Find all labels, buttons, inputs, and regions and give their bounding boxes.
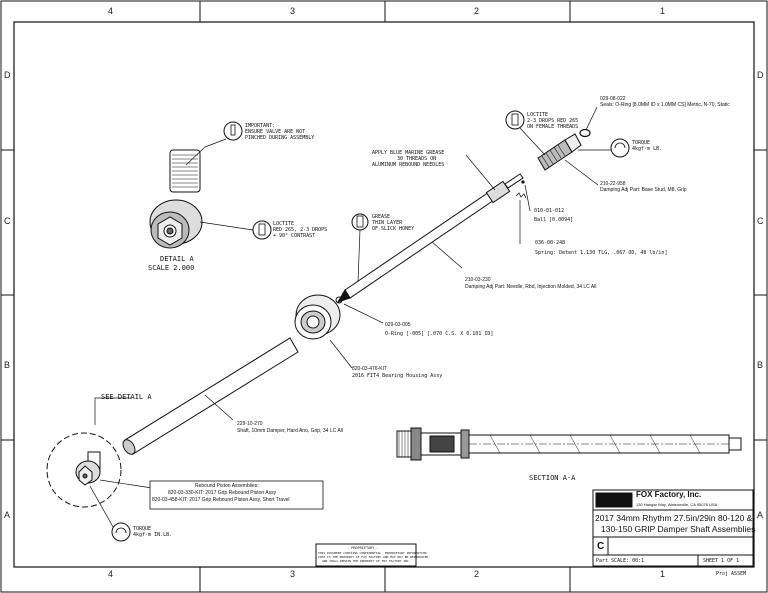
zone-right-d: D bbox=[757, 70, 764, 80]
detail-piston-small bbox=[75, 451, 101, 486]
grease-small-3: OF SLICK HONEY bbox=[372, 226, 415, 232]
important-note-1: IMPORTANT: bbox=[245, 123, 276, 129]
bearing-housing bbox=[294, 294, 341, 340]
zone-bottom-1: 1 bbox=[660, 569, 666, 579]
zone-left-a: A bbox=[4, 510, 11, 520]
spring-description: Spring: Detent 1.130 TLG, .067 OD, 48 lb… bbox=[535, 250, 668, 256]
seal-o-ring bbox=[579, 128, 591, 138]
grease-small-2: THIN LAYER bbox=[372, 220, 403, 226]
important-note-2: ENSURE VALVE ARE NOT bbox=[245, 129, 306, 135]
torque-nut-note-1: TORQUE bbox=[133, 526, 152, 532]
loctite-stud-note-3: ON FEMALE THREADS bbox=[527, 124, 579, 130]
zone-left-c: C bbox=[4, 216, 11, 226]
zone-top-3: 3 bbox=[290, 6, 296, 16]
grease-small-1: GREASE bbox=[372, 214, 391, 220]
project-label: Proj ASSEM bbox=[716, 571, 747, 577]
bearing-description: 2016 FIT4 Bearing Housing Assy bbox=[352, 373, 443, 379]
proprietary-3: THAT IS THE PROPERTY OF FOX FACTORY AND … bbox=[318, 555, 429, 559]
zone-bottom-2: 2 bbox=[474, 569, 480, 579]
important-icon bbox=[223, 121, 243, 141]
important-note-3: PINCHED DURING ASSEMBLY bbox=[245, 135, 315, 141]
detail-circle bbox=[46, 432, 122, 508]
loctite-note-2: RED 265, 2-3 DROPS bbox=[273, 227, 328, 233]
base-stud-part-number: 210-22-958 bbox=[600, 181, 626, 187]
section-label: SECTION A-A bbox=[529, 474, 576, 482]
spring-part-number: 036-00-248 bbox=[535, 240, 566, 246]
bearing-part-number: 820-03-476-KIT bbox=[352, 366, 388, 372]
torque-stud-note-2: 4kgf·m LB. bbox=[632, 146, 663, 152]
grease-note-1: APPLY BLUE MARINE GREASE bbox=[372, 150, 445, 156]
company-address: 130 Hangar Way, Watsonville, CA 95076 US… bbox=[636, 502, 718, 507]
rebound-kit-2: 820-03-458-KIT: 2017 Grip Rebound Piston… bbox=[152, 497, 290, 503]
company-name: FOX Factory, Inc. bbox=[636, 490, 702, 499]
ball bbox=[521, 180, 525, 184]
detail-a-scale: SCALE 2.000 bbox=[148, 264, 195, 272]
ball-description: Ball [0.0094] bbox=[534, 217, 574, 223]
torque-stud-note-1: TORQUE bbox=[632, 140, 651, 146]
title-block bbox=[315, 489, 754, 567]
oring-part-number: 029-03-005 bbox=[385, 322, 411, 328]
drawing-scale: Part SCALE: 00:1 bbox=[596, 558, 645, 564]
loctite-stud-note-2: 2-3 DROPS RED 265 bbox=[527, 118, 579, 124]
spring bbox=[515, 192, 527, 199]
loctite-stud-note-1: LOCTITE bbox=[527, 112, 549, 118]
base-stud bbox=[537, 133, 582, 171]
ball-part-number: 010-01-012 bbox=[534, 208, 565, 214]
drawing-title-1: 2017 34mm Rhythm 27.5in/29in 80-120 & bbox=[595, 513, 753, 523]
zone-right-a: A bbox=[757, 510, 764, 520]
drawing-title-2: 130-150 GRIP Damper Shaft Assemblies bbox=[601, 524, 756, 534]
grease-note-3: ALUMINUM REBOUND NEEDLES bbox=[372, 162, 445, 168]
zone-left-b: B bbox=[4, 360, 11, 370]
zone-top-1: 1 bbox=[660, 6, 666, 16]
torque-nut-icon bbox=[111, 522, 131, 542]
zone-left-d: D bbox=[4, 70, 11, 80]
zone-right-b: B bbox=[757, 360, 764, 370]
rebound-kit-1: 820-03-330-KIT: 2017 Grip Rebound Piston… bbox=[168, 490, 277, 496]
rebound-title: Rebound Piston Assemblies: bbox=[195, 483, 259, 489]
shaft-description: Shaft, 10mm Damper, Hard Ano, Grip, 34 L… bbox=[237, 428, 343, 434]
torque-stud-icon bbox=[610, 138, 630, 158]
proprietary-4: AND SHALL REMAIN THE PROPERTY OF FOX FAC… bbox=[322, 559, 411, 563]
zone-bottom-4: 4 bbox=[108, 569, 114, 579]
base-stud-description: Damping Adj Part: Base Stud, M8, Grip bbox=[600, 187, 687, 193]
loctite-stud-icon bbox=[505, 110, 525, 130]
zone-bottom-3: 3 bbox=[290, 569, 296, 579]
proprietary-2: THIS DOCUMENT CONTAINS CONFIDENTIAL, PRO… bbox=[318, 551, 427, 555]
sheet-size: C bbox=[597, 541, 605, 552]
see-detail-label: SEE DETAIL A bbox=[101, 393, 152, 401]
rebound-needle bbox=[336, 173, 524, 303]
zone-top-2: 2 bbox=[474, 6, 480, 16]
oring-description: O-Ring [-005] [.070 C.S. X 0.101 ID] bbox=[385, 331, 494, 337]
zone-top-4: 4 bbox=[108, 6, 114, 16]
section-a-a bbox=[396, 427, 742, 461]
loctite-note-1: LOCTITE bbox=[273, 221, 295, 227]
detail-a-title: DETAIL A bbox=[160, 255, 194, 263]
needle-description: Damping Adj Part: Needle, Rbd, Injection… bbox=[465, 284, 597, 290]
proprietary-1: - PROPRIETARY - bbox=[347, 546, 379, 550]
shaft-part-number: 229-10-270 bbox=[237, 421, 263, 427]
rebound-box bbox=[149, 480, 324, 510]
torque-nut-note-2: 4kgf·m IN.LB. bbox=[133, 532, 173, 538]
zone-right-c: C bbox=[757, 216, 764, 226]
detail-a-piston bbox=[149, 149, 203, 249]
seals-part-number: 029-08-022 bbox=[600, 96, 626, 102]
damper-shaft bbox=[122, 337, 299, 455]
loctite-note-3: + 90° CONTRAST bbox=[273, 233, 316, 239]
grease-note-2: 30 THREADS ON bbox=[397, 156, 437, 162]
seals-description: Seals: O-Ring [8.0MM ID x 1.0MM CS] Metr… bbox=[600, 102, 730, 108]
needle-part-number: 210-03-230 bbox=[465, 277, 491, 283]
sheet-number: SHEET 1 OF 1 bbox=[703, 558, 740, 564]
